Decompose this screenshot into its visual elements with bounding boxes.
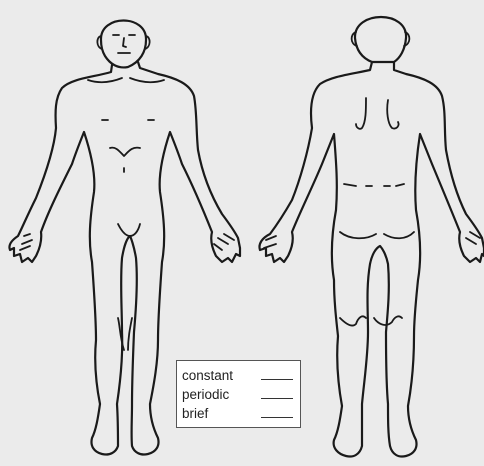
legend-row-brief: brief	[182, 402, 295, 421]
pain-frequency-legend: constant periodic brief	[176, 360, 301, 428]
legend-row-constant: constant	[182, 364, 295, 383]
legend-blank-periodic[interactable]	[261, 398, 293, 399]
legend-blank-constant[interactable]	[261, 379, 293, 380]
legend-row-periodic: periodic	[182, 383, 295, 402]
back-knees	[340, 316, 402, 325]
front-abdomen	[110, 148, 140, 172]
legend-label-constant: constant	[182, 368, 233, 383]
back-shoulder-blade-left	[356, 98, 366, 129]
legend-label-brief: brief	[182, 406, 208, 421]
front-knees	[118, 318, 132, 350]
front-collarbone	[88, 78, 164, 82]
front-groin	[118, 224, 140, 236]
front-hand-left-fingers	[20, 234, 32, 250]
front-face	[113, 35, 135, 53]
legend-blank-brief[interactable]	[261, 417, 293, 418]
back-buttocks	[340, 232, 414, 238]
back-shoulder-blade-right	[387, 100, 398, 129]
front-hand-right-fingers	[214, 234, 234, 250]
back-head	[355, 17, 406, 62]
back-hand-right-fingers	[466, 232, 480, 244]
legend-label-periodic: periodic	[182, 387, 229, 402]
back-lower-back	[344, 184, 404, 186]
